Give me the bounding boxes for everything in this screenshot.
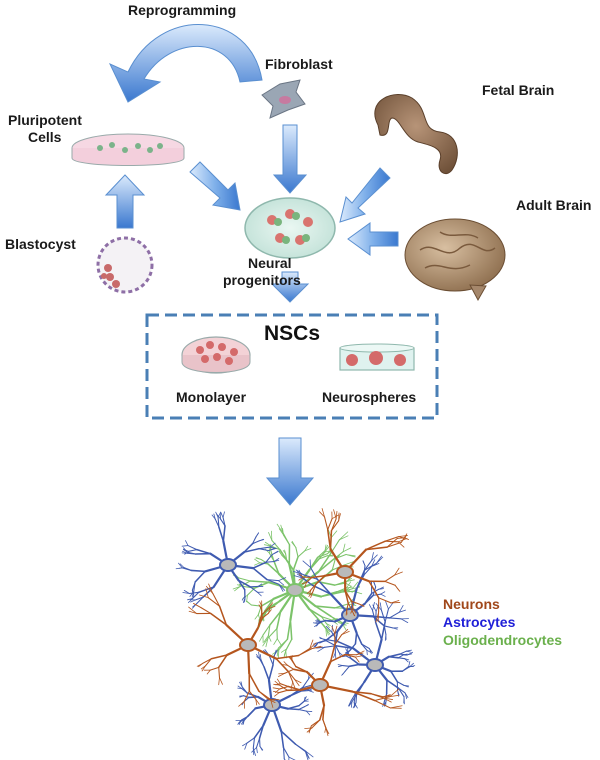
neuron-cell [336,565,354,579]
differentiated-cells-illustration [175,508,416,760]
reprogramming-label: Reprogramming [128,2,237,18]
neural-progenitors-label-line1: Neural [248,255,292,271]
cell-type-legend: Neurons Astrocytes Oligodendrocytes [443,595,562,649]
arrow-blastocyst-to-pluripotent [104,174,146,229]
nscs-box [145,313,439,420]
pluripotent-label-line2: Cells [28,129,62,145]
neuron-cell [239,638,257,652]
neurospheres-dish-icon [339,343,415,371]
pluripotent-label-line1: Pluripotent [8,112,82,128]
monolayer-label: Monolayer [176,389,247,405]
astrocyte-cell [219,558,237,572]
monolayer-dish-icon [181,336,251,374]
neural-progenitors-label-line2: progenitors [223,272,301,288]
arrow-fibroblast-to-progenitors [272,124,308,194]
oligodendrocyte-cell [286,583,304,597]
arrow-progenitors-to-nscs [270,271,310,303]
fibroblast-cell-icon [261,79,306,119]
blastocyst-label: Blastocyst [5,236,76,252]
astrocyte-cell [366,658,384,672]
neuron-cell [311,678,329,692]
reprogramming-arrow [108,24,263,103]
arrow-fetal-to-progenitors [339,167,391,223]
nscs-title: NSCs [264,322,321,345]
fetal-brain-label: Fetal Brain [482,82,555,98]
arrow-adult-to-progenitors [347,222,399,256]
fetal-brain-icon [374,93,458,175]
legend-item-oligodendrocytes: Oligodendrocytes [443,632,563,648]
pluripotent-dish-icon [71,133,185,166]
legend-item-neurons: Neurons [443,596,500,612]
arrow-pluripotent-to-progenitors [189,161,241,211]
astrocyte-cell [341,608,359,622]
blastocyst-icon [96,236,154,294]
fibroblast-label: Fibroblast [265,56,333,72]
legend-item-astrocytes: Astrocytes [443,614,516,630]
adult-brain-label: Adult Brain [516,197,592,213]
neural-progenitor-dish-icon [244,197,336,259]
neurospheres-label: Neurospheres [322,389,417,405]
arrow-nscs-to-neural-cells [265,437,315,506]
adult-brain-icon [404,218,506,302]
